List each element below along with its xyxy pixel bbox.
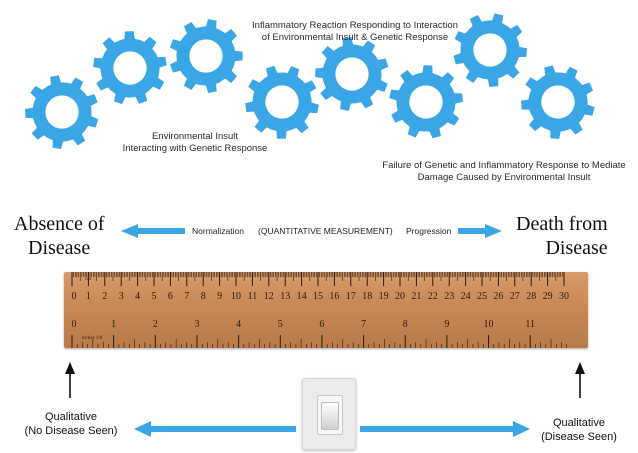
ruler-inch-label: 9	[444, 319, 449, 330]
ruler-cm-label: 6	[168, 291, 173, 302]
ruler-inch-label: 11	[525, 319, 535, 330]
gear-icon	[453, 13, 527, 87]
ruler-cm-label: 23	[444, 291, 454, 302]
caption-environmental: Environmental Insult Interacting with Ge…	[122, 131, 268, 154]
ruler-cm-label: 27	[510, 291, 520, 302]
ruler-cm-label: 13	[280, 291, 290, 302]
caption-failure: Failure of Genetic and Inflammatory Resp…	[382, 160, 626, 183]
qualitative-no-disease: Qualitative (No Disease Seen)	[24, 411, 118, 437]
ruler-inch-label: 8	[403, 319, 408, 330]
ruler-cm-label: 17	[346, 291, 356, 302]
gear-icon	[389, 65, 464, 139]
left-blue-arrow	[134, 421, 296, 437]
right-blue-arrow	[360, 421, 530, 437]
ruler-cm-label: 29	[543, 291, 553, 302]
ruler-cm-label: 20	[395, 291, 405, 302]
ruler-cm-label: 26	[493, 291, 503, 302]
ruler-cm-label: 7	[184, 291, 189, 302]
gear-icon	[92, 31, 167, 105]
gear-chain	[25, 13, 595, 149]
ruler-inch-label: 0	[72, 319, 77, 330]
ruler-cm-label: 21	[411, 291, 421, 302]
absence-of-disease-title: Absence of Disease	[14, 213, 105, 259]
ruler-cm-label: 0	[72, 291, 77, 302]
ruler-inch-unit: inches 1/8	[82, 336, 103, 341]
ruler-cm-label: 14	[297, 291, 307, 302]
progression-label: Progression	[406, 226, 452, 236]
gear-icon	[520, 65, 595, 139]
ruler-cm-unit: cm	[85, 277, 91, 282]
ruler-cm-label: 5	[152, 291, 157, 302]
ruler-cm-label: 11	[248, 291, 258, 302]
ruler-cm-label: 8	[201, 291, 206, 302]
ruler-cm-label: 19	[379, 291, 389, 302]
ruler-inch-label: 7	[361, 319, 366, 330]
quantitative-measurement-label: (QUANTITATIVE MEASUREMENT)	[258, 226, 393, 236]
ruler-inch-label: 1	[111, 319, 116, 330]
ruler-cm-label: 9	[217, 291, 222, 302]
ruler-inch-label: 10	[484, 319, 494, 330]
ruler-cm-label: 25	[477, 291, 487, 302]
right-up-arrow	[575, 362, 585, 398]
ruler-cm-label: 18	[362, 291, 372, 302]
gear-icon	[245, 65, 319, 139]
ruler-cm-label: 30	[559, 291, 569, 302]
switch-plate	[317, 395, 343, 435]
normalization-arrow	[121, 224, 185, 238]
ruler-cm-label: 3	[119, 291, 124, 302]
gear-icon	[169, 19, 243, 93]
ruler-inch-label: 6	[319, 319, 324, 330]
death-from-disease-title: Death from Disease	[516, 213, 608, 259]
light-switch	[302, 378, 356, 450]
gear-icon	[315, 36, 389, 111]
caption-inflammatory: Inflammatory Reaction Responding to Inte…	[252, 20, 458, 43]
ruler-cm-label: 24	[461, 291, 471, 302]
ruler-cm-label: 12	[264, 291, 274, 302]
left-up-arrow	[65, 362, 75, 398]
switch-toggle	[321, 402, 339, 430]
progression-arrow	[458, 224, 502, 238]
ruler-cm-label: 10	[231, 291, 241, 302]
ruler-inch-label: 2	[153, 319, 158, 330]
ruler-cm-label: 22	[428, 291, 438, 302]
ruler-cm-label: 1	[86, 291, 91, 302]
normalization-label: Normalization	[192, 226, 244, 236]
ruler-cm-label: 28	[526, 291, 536, 302]
ruler-inch-label: 3	[194, 319, 199, 330]
gear-icon	[25, 75, 99, 149]
ruler-cm-label: 2	[102, 291, 107, 302]
scale-arrows	[121, 224, 502, 238]
ruler-cm-label: 4	[135, 291, 140, 302]
ruler-inch-label: 4	[236, 319, 241, 330]
qualitative-disease-seen: Qualitative (Disease Seen)	[541, 417, 617, 443]
ruler-cm-label: 15	[313, 291, 323, 302]
ruler-cm-label: 16	[329, 291, 339, 302]
ruler-inch-label: 5	[278, 319, 283, 330]
